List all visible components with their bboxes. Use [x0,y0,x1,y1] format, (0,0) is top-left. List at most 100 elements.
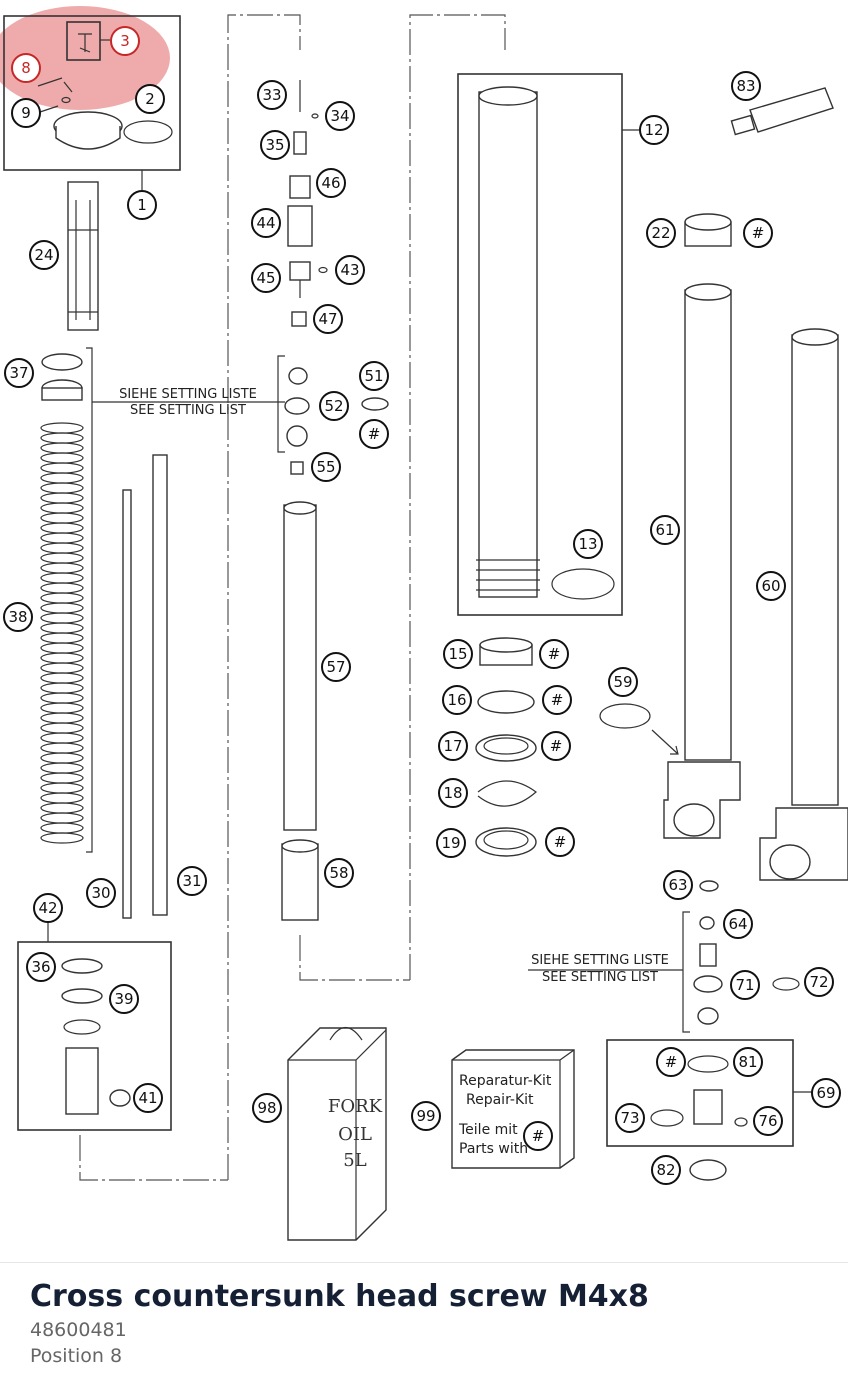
callout-c44[interactable]: 44 [251,208,281,238]
callout-h15[interactable]: # [539,639,569,669]
callout-c72[interactable]: 72 [804,967,834,997]
callout-c13[interactable]: 13 [573,529,603,559]
callout-label: 31 [182,872,201,890]
callout-hkit[interactable]: # [523,1121,553,1151]
callout-c24[interactable]: 24 [29,240,59,270]
callout-circle [411,1101,441,1131]
spring-coil [40,602,84,614]
callout-c52[interactable]: 52 [319,391,349,421]
spring-coil [40,462,84,474]
callout-c59[interactable]: 59 [608,667,638,697]
callout-c71[interactable]: 71 [730,970,760,1000]
grease-tube-83 [749,87,834,133]
washer-part-9 [61,96,71,104]
callout-c1[interactable]: 1 [127,190,157,220]
callout-c63[interactable]: 63 [663,870,693,900]
callout-c17[interactable]: 17 [438,731,468,761]
callout-c16[interactable]: 16 [442,685,472,715]
callout-h51[interactable]: # [359,419,389,449]
spring-coil [40,522,84,534]
callout-c51[interactable]: 51 [359,361,389,391]
callout-c18[interactable]: 18 [438,778,468,808]
callout-c22[interactable]: 22 [646,218,676,248]
callout-circle [359,419,389,449]
part-39 [61,988,103,1004]
callout-c60[interactable]: 60 [756,571,786,601]
callout-c55[interactable]: 55 [311,452,341,482]
part-3-box [66,21,101,61]
callout-c45[interactable]: 45 [251,263,281,293]
callout-c19[interactable]: 19 [436,828,466,858]
callout-c42[interactable]: 42 [33,893,63,923]
bushing-15-top [479,637,533,653]
callout-c81[interactable]: 81 [733,1047,763,1077]
callout-h81[interactable]: # [656,1047,686,1077]
callout-c9[interactable]: 9 [11,98,41,128]
callout-c8[interactable]: 8 [11,53,41,83]
callout-circle [436,828,466,858]
callout-c39[interactable]: 39 [109,984,139,1014]
callout-circle [756,571,786,601]
callout-c58[interactable]: 58 [324,858,354,888]
screw-part-3 [78,33,92,53]
valve-69 [693,1089,723,1125]
callout-label: # [554,833,567,851]
callout-c15[interactable]: 15 [443,639,473,669]
callout-c37[interactable]: 37 [4,358,34,388]
callout-circle [438,731,468,761]
callout-label: 52 [324,397,343,415]
callout-c3[interactable]: 3 [110,26,140,56]
spring-35 [293,131,307,155]
callout-c57[interactable]: 57 [321,652,351,682]
callout-circle [135,84,165,114]
callout-c2[interactable]: 2 [135,84,165,114]
callout-c12[interactable]: 12 [639,115,669,145]
axle-61 [673,803,715,837]
callout-c38[interactable]: 38 [3,602,33,632]
repair-kit-99-edge [452,1049,575,1168]
callout-c36[interactable]: 36 [26,952,56,982]
callout-label: 36 [31,958,50,976]
spring-coil [40,572,84,584]
callout-circle [442,685,472,715]
exploded-parts-diagram: SIEHE SETTING LISTE SEE SETTING LIST SIE… [0,6,848,1241]
callout-c30[interactable]: 30 [86,878,116,908]
callout-circle [542,685,572,715]
callout-circle [11,98,41,128]
spring-coil [40,732,84,744]
callout-c31[interactable]: 31 [177,866,207,896]
callout-h22[interactable]: # [743,218,773,248]
callout-label: 73 [620,1109,639,1127]
part-64 [699,916,715,930]
callout-c99[interactable]: 99 [411,1101,441,1131]
callout-c35[interactable]: 35 [260,130,290,160]
callout-c43[interactable]: 43 [335,255,365,285]
callout-c33[interactable]: 33 [257,80,287,110]
callout-circle [313,304,343,334]
callout-c46[interactable]: 46 [316,168,346,198]
callout-h16[interactable]: # [542,685,572,715]
callout-c69[interactable]: 69 [811,1078,841,1108]
callout-h17[interactable]: # [541,731,571,761]
callout-c34[interactable]: 34 [325,101,355,131]
callout-c98[interactable]: 98 [252,1093,282,1123]
callout-c73[interactable]: 73 [615,1103,645,1133]
callout-label: 59 [613,673,632,691]
spring-coil [40,642,84,654]
outer-tube-60-top [791,328,839,346]
callout-h19[interactable]: # [545,827,575,857]
callout-circle [251,208,281,238]
callout-label: 43 [340,261,359,279]
part-below-71 [697,1007,719,1025]
rod-31 [152,454,168,916]
callout-c61[interactable]: 61 [650,515,680,545]
callout-c41[interactable]: 41 [133,1083,163,1113]
callout-c47[interactable]: 47 [313,304,343,334]
callout-c76[interactable]: 76 [753,1106,783,1136]
callout-c83[interactable]: 83 [731,71,761,101]
callout-c82[interactable]: 82 [651,1155,681,1185]
callout-circle [539,639,569,669]
callout-c64[interactable]: 64 [723,909,753,939]
oil-can-98-handle [329,1026,363,1041]
callout-circle [325,101,355,131]
